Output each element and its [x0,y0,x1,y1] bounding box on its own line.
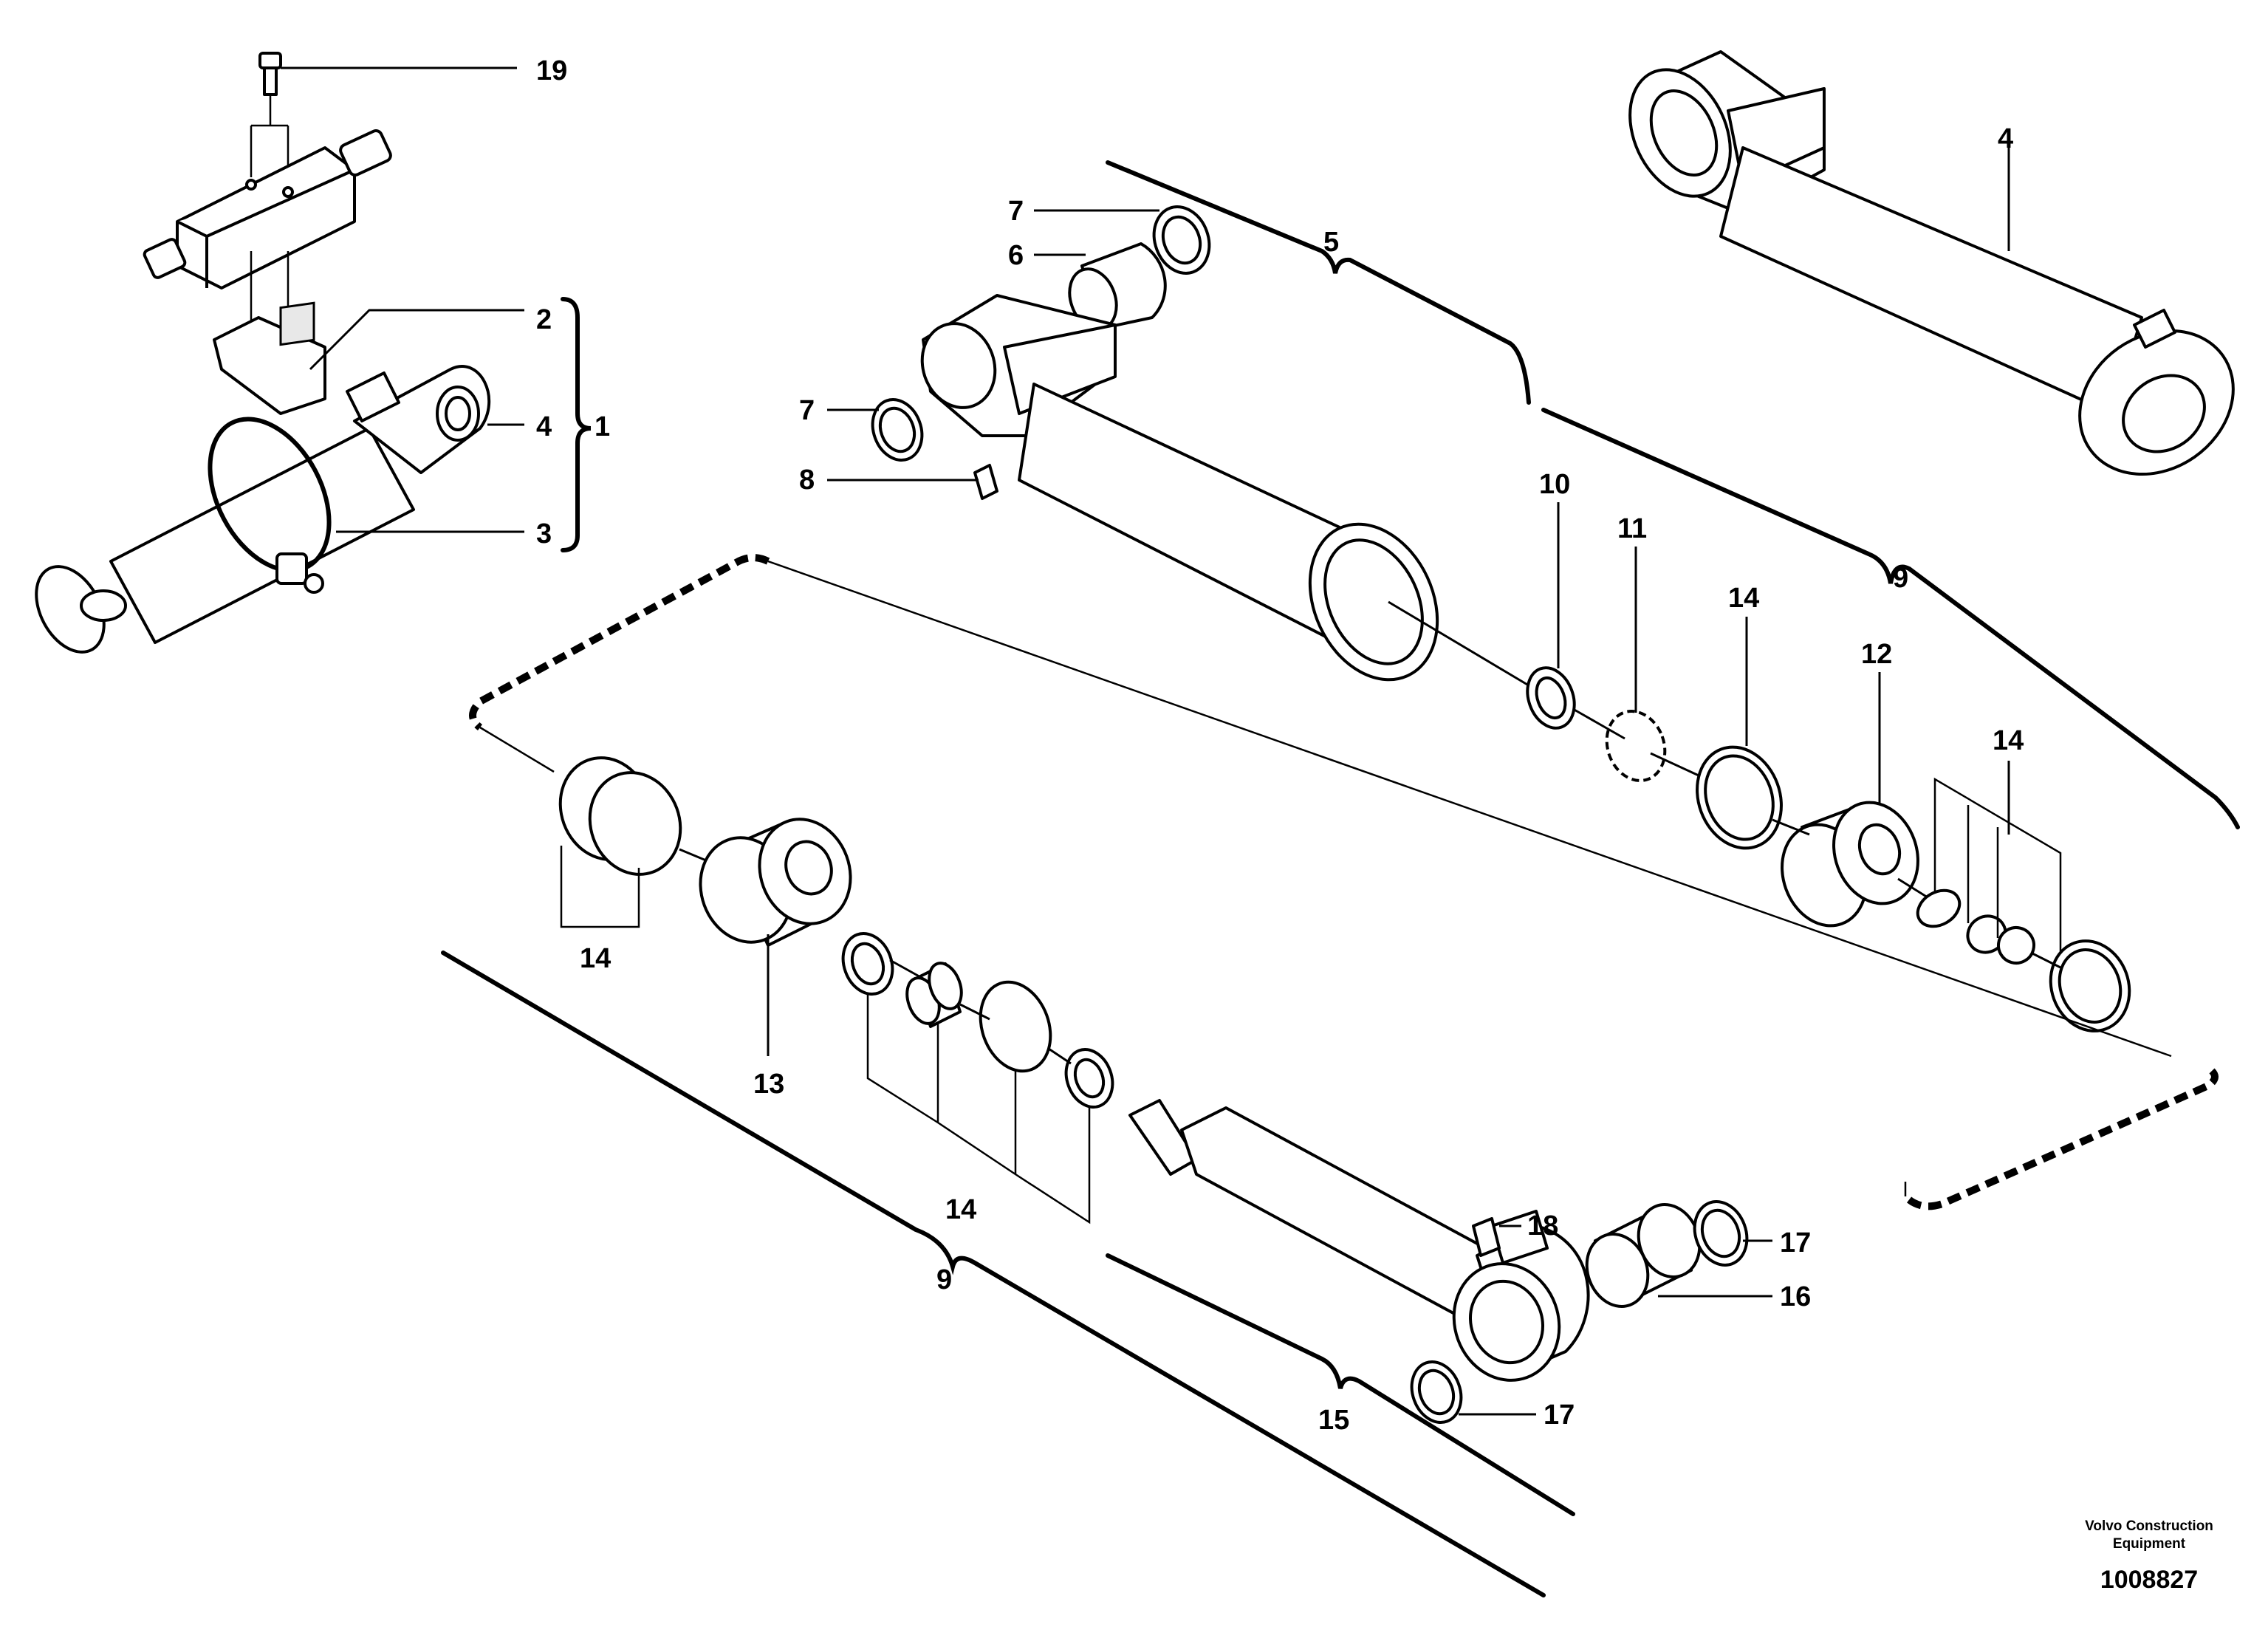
callout-2: 2 [536,304,552,335]
callout-11: 11 [1617,513,1647,544]
callout-17-right: 17 [1780,1227,1811,1258]
callout-labels: 19 2 4 1 3 7 6 5 7 8 4 10 11 14 9 12 14 … [536,55,2024,1436]
callout-14-right: 14 [1993,725,2024,756]
callout-16: 16 [1780,1281,1811,1312]
callout-8: 8 [799,465,815,496]
assembly-1-drawing [35,52,524,654]
drawing-code: 1008827 [2100,1566,2198,1594]
callout-7-top: 7 [1008,196,1024,227]
gland-parts-drawing [441,756,1772,1597]
callout-4-right: 4 [1998,123,2013,154]
callout-15: 15 [1318,1405,1349,1436]
callout-3: 3 [536,518,552,549]
callout-4-left: 4 [536,411,552,442]
callout-6: 6 [1008,240,1024,271]
brand-line-2: Equipment [2113,1536,2186,1552]
cylinder-assembly-4-drawing [1628,50,2235,476]
callout-5: 5 [1323,227,1339,258]
callout-9-upper: 9 [1893,563,1908,594]
callout-14-lower: 14 [945,1194,976,1225]
piston-parts-drawing [1526,408,2240,1032]
assembly-1-brace [561,297,592,552]
brand-line-1: Volvo Construction [2085,1518,2213,1534]
callout-9-lower: 9 [936,1264,952,1295]
callout-14-left: 14 [580,943,611,974]
cylinder-tube-drawing [827,160,1544,696]
callout-10: 10 [1539,469,1570,500]
callout-17-bottom: 17 [1544,1400,1575,1431]
callout-19: 19 [536,55,567,86]
callout-7-left: 7 [799,395,815,426]
callout-18: 18 [1527,1210,1558,1241]
footer: Volvo Construction Equipment 1008827 [2085,1518,2213,1594]
dashed-group-outline [469,554,2219,1210]
callout-13: 13 [753,1069,784,1100]
callout-12: 12 [1861,639,1892,670]
callout-14-upper: 14 [1728,583,1759,614]
dashed-group-guide [479,560,2172,1196]
callout-1: 1 [595,411,610,442]
